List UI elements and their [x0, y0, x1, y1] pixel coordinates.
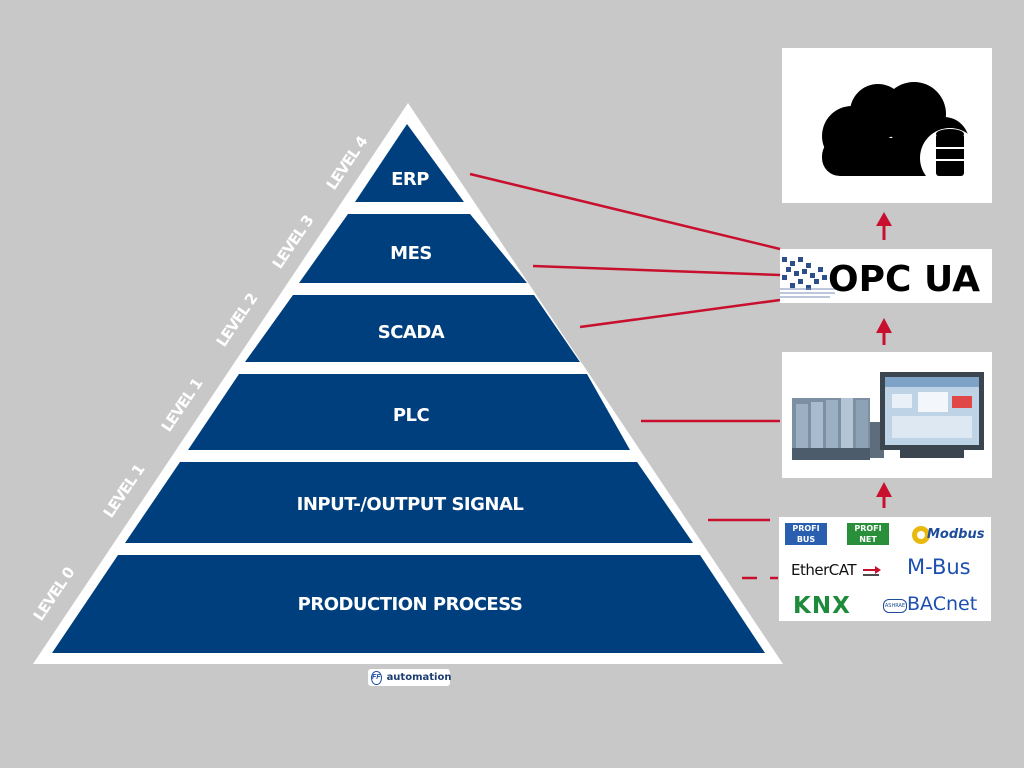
tier-mes — [299, 214, 527, 283]
arrow-bus-plc-head — [876, 482, 892, 497]
tier-label-erp: ERP — [391, 169, 429, 190]
connector-lines — [469, 172, 781, 580]
opc-ua-label: OPC UA — [828, 259, 980, 300]
profibus-logo: PROFI BUS — [785, 523, 827, 545]
opc-ua-logo: OPC UA — [780, 257, 980, 300]
modbus-gear-icon — [909, 523, 933, 547]
tier-scada — [245, 295, 580, 362]
bacnet-logo: BACnet — [907, 593, 978, 615]
plc-hmi-panel — [782, 352, 992, 478]
plc-rack-icon — [792, 398, 884, 460]
modbus-logo: Modbus — [927, 527, 985, 542]
ethercat-arrow-icon — [863, 563, 881, 576]
tier-label-mes: MES — [390, 243, 432, 264]
tier-io — [125, 462, 693, 543]
hmi-screen-icon — [880, 372, 984, 458]
opc-ua-panel: OPC UA — [780, 249, 992, 303]
connector-erp — [469, 172, 781, 251]
protocols-panel: PROFI BUS PROFI NET Modbus EtherCAT M-Bu… — [779, 517, 991, 621]
connector-mes — [532, 264, 781, 277]
arrow-plc-opc-head — [876, 318, 892, 333]
brand-logo: FF automation — [368, 669, 452, 686]
hmi-panel-icon — [792, 372, 984, 460]
knx-logo: KNX — [793, 593, 851, 619]
ethercat-logo: EtherCAT — [791, 561, 857, 579]
cloud-icon — [822, 82, 980, 188]
brand-mark-icon: FF — [371, 670, 382, 685]
arrow-opc-cloud-head — [876, 212, 892, 226]
cloud-panel — [782, 48, 992, 203]
tier-erp — [355, 124, 464, 202]
tier-plc — [188, 374, 630, 450]
stack-arrows — [876, 212, 892, 508]
tier-label-plc: PLC — [393, 405, 430, 426]
tier-production — [52, 555, 765, 653]
tier-label-production: PRODUCTION PROCESS — [298, 594, 523, 615]
brand-name: automation — [386, 672, 452, 683]
ashrae-logo: ASHRAE — [883, 599, 907, 613]
connector-scada — [579, 298, 781, 329]
mbus-logo: M-Bus — [907, 555, 971, 579]
profinet-logo: PROFI NET — [847, 523, 889, 545]
tier-label-io: INPUT-/OUTPUT SIGNAL — [297, 494, 524, 515]
database-icon — [936, 129, 964, 176]
tier-label-scada: SCADA — [378, 322, 445, 343]
